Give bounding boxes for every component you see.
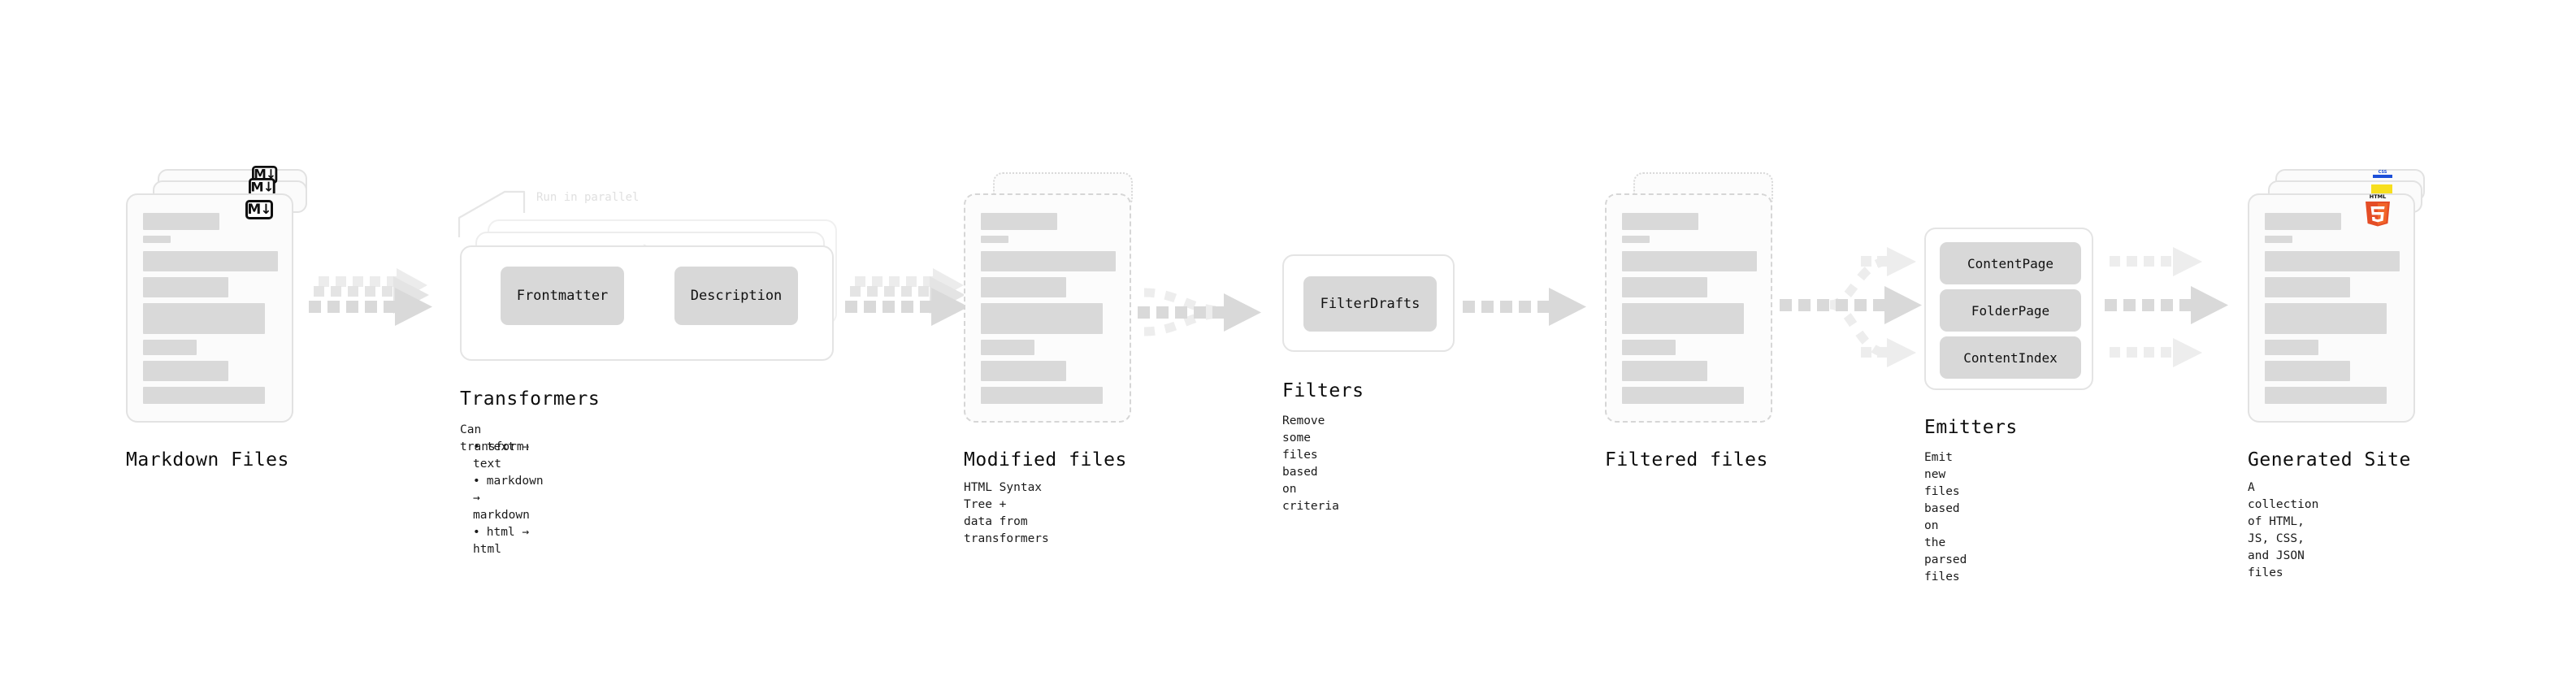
skeleton-lines: [2265, 213, 2402, 410]
arrow-transformers-to-modified: [845, 268, 991, 358]
stage-label-filtered-files: Filtered files: [1605, 449, 1768, 471]
chip-frontmatter[interactable]: Frontmatter: [501, 267, 624, 325]
emitters-description: Emit new files based on the parsed files: [1924, 451, 1967, 583]
html5-icon: HTML: [2363, 193, 2392, 227]
markdown-file-sheet-front: [126, 193, 293, 423]
arrow-markdown-to-transformers: [309, 268, 455, 358]
transform-item-text: text → text: [473, 439, 544, 473]
markdown-icon-glyph: M↓: [247, 201, 271, 218]
transform-item-html: html → html: [473, 524, 544, 558]
arrow-emitters-to-site: [2105, 228, 2292, 390]
transformer-group-front: Frontmatter Description: [460, 245, 834, 361]
javascript-icon: [2371, 184, 2392, 196]
filtered-file-sheet-front: [1605, 193, 1772, 423]
generated-site-description: A collection of HTML, JS, CSS, and JSON …: [2248, 481, 2319, 579]
arrow-filtered-to-emitters: [1780, 228, 1958, 390]
markdown-icon-glyph: M↓: [250, 179, 274, 195]
svg-text:HTML: HTML: [2370, 193, 2386, 200]
stage-label-transformers: Transformers: [460, 388, 601, 410]
filters-description: Remove some files based on criteria: [1282, 414, 1339, 513]
stage-label-emitters: Emitters: [1924, 417, 2018, 438]
markdown-icon-glyph: M↓: [254, 167, 276, 182]
arrow-filters-to-filtered: [1463, 286, 1601, 351]
css3-icon-bar: [2373, 175, 2392, 178]
stage-label-generated-site: Generated Site: [2248, 449, 2411, 471]
css3-icon: CSS: [2373, 171, 2392, 178]
modified-file-sheet-front: [964, 193, 1131, 423]
emitters-group: ContentPage FolderPage ContentIndex: [1924, 228, 2093, 390]
filters-group: FilterDrafts: [1282, 254, 1455, 352]
css3-icon-label: CSS: [2378, 170, 2387, 175]
transformers-description-list: text → text markdown → markdown html → h…: [460, 439, 544, 558]
markdown-icon: M↓: [245, 200, 273, 219]
run-in-parallel-label: Run in parallel: [536, 191, 640, 204]
skeleton-lines: [981, 213, 1118, 410]
markdown-icon-back1: M↓: [249, 178, 275, 197]
chip-filterdrafts[interactable]: FilterDrafts: [1303, 276, 1437, 332]
chip-description[interactable]: Description: [674, 267, 798, 325]
stage-label-modified-files: Modified files: [964, 449, 1127, 471]
run-in-parallel-bracket: [458, 190, 526, 237]
stage-label-markdown-files: Markdown Files: [126, 449, 289, 471]
transform-item-markdown: markdown → markdown: [473, 473, 544, 524]
chip-contentindex[interactable]: ContentIndex: [1940, 336, 2081, 379]
skeleton-lines: [1622, 213, 1759, 410]
arrow-modified-to-filters: [1138, 260, 1300, 374]
chip-contentpage[interactable]: ContentPage: [1940, 242, 2081, 284]
stage-label-filters: Filters: [1282, 380, 1364, 401]
skeleton-lines: [143, 213, 280, 410]
chip-folderpage[interactable]: FolderPage: [1940, 289, 2081, 332]
site-file-sheet-front: [2248, 193, 2415, 423]
modified-files-description: HTML Syntax Tree + data from transformer…: [964, 481, 1049, 545]
